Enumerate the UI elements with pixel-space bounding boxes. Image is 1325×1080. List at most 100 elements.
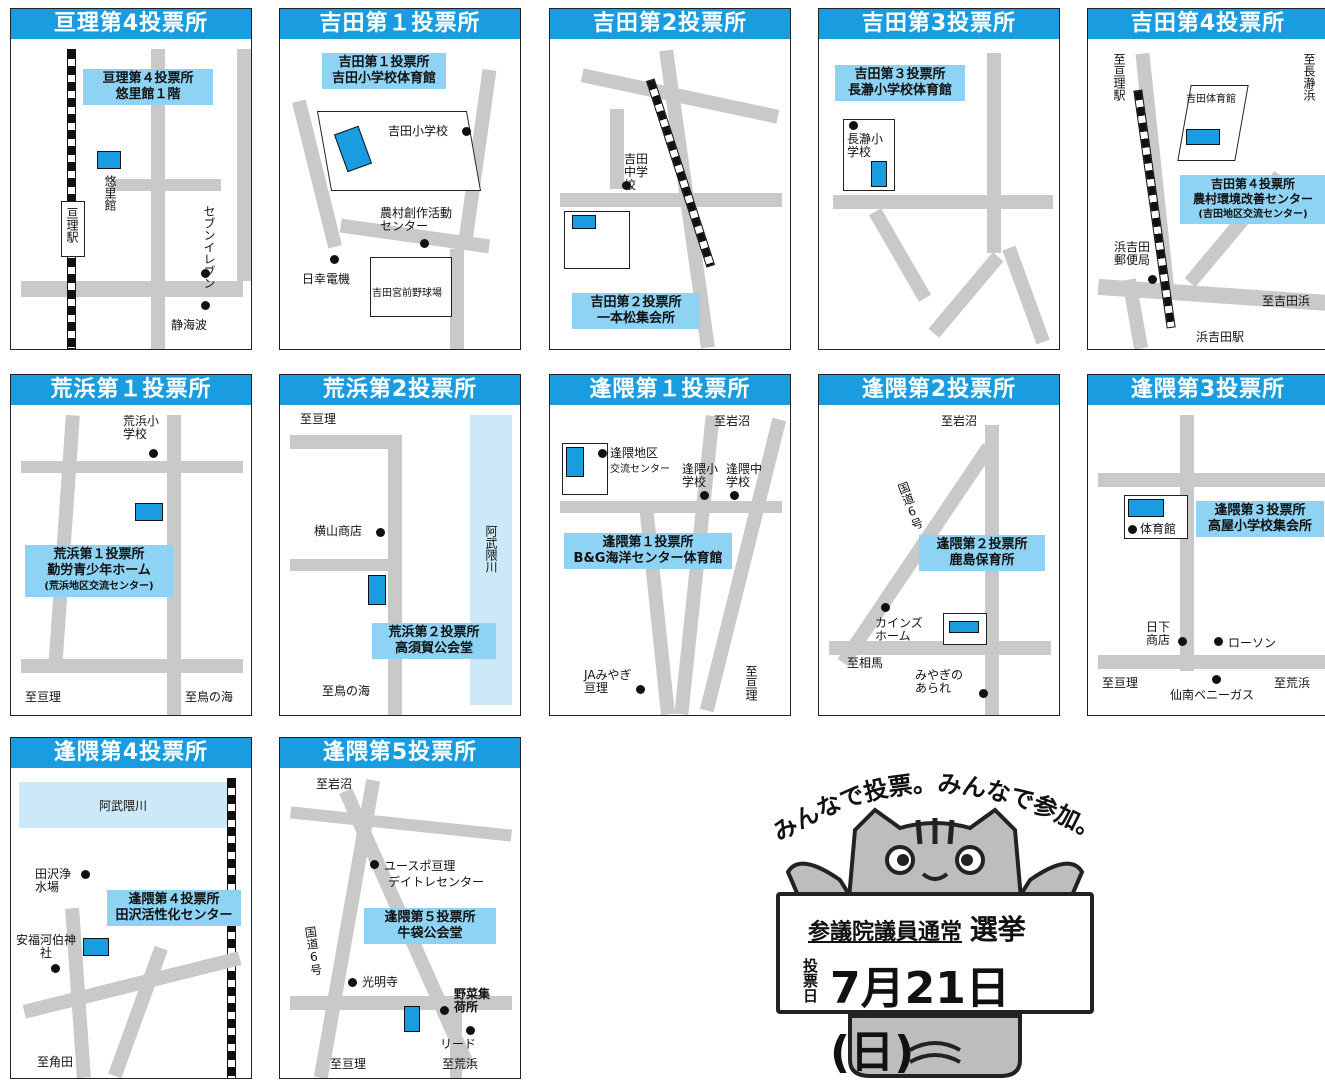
river-label: 阿武隈川 [484, 525, 498, 573]
dot-ja [636, 685, 645, 694]
election-board: 参議院議員通常 選挙 投票日 7月21日(日) [776, 892, 1094, 1078]
route-label: 国道6号 [894, 479, 926, 532]
road [1098, 655, 1325, 669]
polling-building [135, 503, 163, 521]
map-oukuma-5: 逢隈第5投票所 至岩沼 ユースポ亘理 デイトレセンター 逢隈第５投票所牛袋公会堂… [279, 737, 521, 1079]
seven-eleven-label: セブンイレブン [202, 205, 216, 289]
route-label: 国道6号 [302, 925, 324, 977]
map-title: 吉田第2投票所 [550, 9, 790, 39]
polling-callout: 吉田第３投票所長瀞小学校体育館 [835, 65, 965, 101]
map-arahama-2: 荒浜第2投票所 阿武隈川 至亘理 横山商店 荒浜第２投票所高須賀公会堂 至鳥の海 [279, 374, 521, 716]
yuspo-label: ユースポ亘理 [384, 859, 456, 873]
dot-center [420, 239, 429, 248]
to-watari-label: 至亘理 [25, 690, 62, 704]
dot-school [462, 127, 471, 136]
road [560, 501, 782, 513]
dot-reed [466, 1026, 475, 1035]
dot-yuspo [370, 860, 379, 869]
dot-school2 [730, 491, 739, 500]
map-title: 逢隈第１投票所 [550, 375, 790, 405]
map-yoshida-3: 吉田第3投票所 吉田第３投票所長瀞小学校体育館 長瀞小学校 [818, 8, 1060, 350]
dot-school [622, 181, 631, 190]
road [290, 996, 512, 1010]
shrine-label: 安福河伯神社 [15, 933, 76, 960]
to-torinoumi-label: 至鳥の海 [322, 684, 371, 698]
cat-icon [785, 807, 1085, 1078]
school1-label: 逢隈小学校 [682, 462, 719, 489]
railway [227, 778, 236, 1078]
dot-seven [201, 269, 210, 278]
dot-gas [1212, 675, 1221, 684]
map-oukuma-1: 逢隈第１投票所 至岩沼 逢隈地区 交流センター 逢隈小学校 逢隈中学校 逢隈第１… [549, 374, 791, 716]
road [48, 414, 80, 670]
to-watari-label: 至亘理 [1102, 676, 1139, 690]
center-label-2: 交流センター [610, 464, 670, 475]
polling-callout: 吉田第２投票所一本松集会所 [572, 293, 700, 329]
dot-shop [201, 301, 210, 310]
polling-building [1186, 129, 1220, 145]
to-arahama-label: 至荒浜 [442, 1057, 479, 1071]
to-watari-label: 至亘理 [744, 665, 758, 701]
ballpark [370, 257, 452, 317]
road [833, 195, 1053, 209]
shop-label: 横山商店 [314, 524, 363, 538]
map-yoshida-4: 吉田第4投票所 至亘理駅 至長瀞浜 吉田体育館 吉田第４投票所農村環境改善センタ… [1087, 8, 1325, 350]
map-title: 荒浜第１投票所 [11, 375, 251, 405]
railway [67, 49, 76, 349]
map-oukuma-3: 逢隈第3投票所 体育館 逢隈第３投票所高屋小学校集会所 日下商店 ローソン 至亘… [1087, 374, 1325, 716]
kainz-label: カインズホーム [875, 616, 923, 643]
to-iwanuma-label: 至岩沼 [316, 777, 353, 791]
dot-kainz [881, 603, 890, 612]
map-title: 吉田第4投票所 [1088, 9, 1325, 39]
polling-callout: 荒浜第２投票所高須賀公会堂 [372, 623, 496, 659]
veg-label: 野菜集荷所 [454, 987, 491, 1014]
dot-temple [348, 978, 357, 987]
polling-building [404, 1006, 420, 1032]
election-name: 参議院議員通常 選挙 [808, 913, 1026, 946]
dot-shop [376, 528, 385, 537]
polling-callout: 逢隈第３投票所高屋小学校集会所 [1196, 501, 1324, 537]
road [237, 49, 251, 281]
dot-shrine [51, 964, 60, 973]
map-title: 逢隈第3投票所 [1088, 375, 1325, 405]
station-label: 浜吉田駅 [1196, 330, 1245, 344]
map-title: 吉田第3投票所 [819, 9, 1059, 39]
dot-post [1148, 275, 1157, 284]
river [19, 782, 229, 828]
election-date: 7月21日(日) [830, 963, 1010, 1078]
to-torinoumi-label: 至鳥の海 [185, 690, 234, 704]
road [450, 249, 464, 349]
dot-shop [1178, 637, 1187, 646]
to-nagatoro-label: 至長瀞浜 [1302, 53, 1316, 101]
gas-label: 仙南ベニーガス [1170, 688, 1255, 702]
station-label: 亘理駅 [65, 207, 79, 243]
road [450, 1008, 462, 1078]
polling-building [949, 621, 979, 633]
polling-building [1128, 499, 1164, 517]
temple-label: 光明寺 [362, 975, 399, 989]
to-iwanuma-label: 至岩沼 [714, 414, 751, 428]
road [560, 193, 782, 207]
road [1180, 415, 1194, 671]
polling-building [97, 151, 121, 169]
map-yoshida-1: 吉田第１投票所 吉田第１投票所吉田小学校体育館 吉田小学校 農村創作活動センター… [279, 8, 521, 350]
road [829, 641, 1051, 655]
road [868, 208, 932, 302]
dot-water [81, 870, 90, 879]
road [21, 461, 243, 473]
polling-building [572, 215, 596, 229]
dot-veg [440, 1006, 449, 1015]
to-iwanuma-label: 至岩沼 [941, 414, 978, 428]
polling-callout: 吉田第１投票所吉田小学校体育館 [322, 53, 446, 89]
road [151, 49, 165, 349]
map-oukuma-4: 逢隈第4投票所 阿武隈川 田沢浄水場 逢隈第４投票所田沢活性化センター 安福河伯… [10, 737, 252, 1079]
to-watari-label: 至亘理 [300, 412, 337, 426]
lawson-label: ローソン [1228, 636, 1277, 650]
dot-school [849, 121, 858, 130]
river-label: 阿武隈川 [99, 799, 148, 813]
to-watari-label: 至亘理駅 [1112, 53, 1126, 101]
road [610, 109, 624, 189]
polling-building [83, 938, 109, 956]
